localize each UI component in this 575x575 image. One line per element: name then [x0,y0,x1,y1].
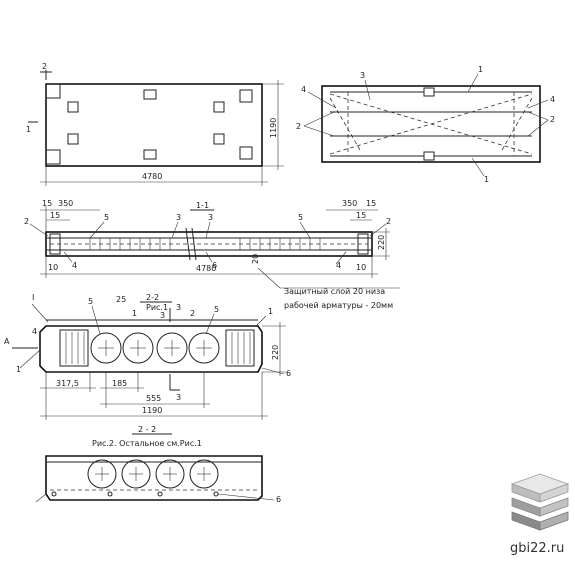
s22-void-3 [156,332,188,364]
scheme-mark-2-right: 2 [550,115,555,124]
s11-mark-5-left: 5 [104,213,109,222]
s11-height-dim: 220 [377,235,386,250]
plan-section-mark: 2 [42,62,47,71]
s22-height-dim: 220 [271,345,280,360]
s11-mark-3-b: 3 [208,213,213,222]
s22b-void-1 [87,459,117,489]
s22b-subtitle: Рис.2. Остальное см.Рис.1 [92,439,202,448]
plan-width-dim: 4780 [142,172,162,181]
s22-dim-185: 185 [112,379,127,388]
s22-mark-1-left: 1 [16,365,21,374]
s11-dim-15-a: 15 [42,199,52,208]
section-1-1-title: 1-1 [196,201,209,210]
s22b-void-4 [189,459,219,489]
s22-dim-317: 317,5 [56,379,79,388]
s22-ribs-left [59,329,89,367]
plan-height-dim: 1190 [269,118,278,138]
s22-title: 2-2 [146,293,159,302]
s11-dim-15-d: 15 [356,211,366,220]
s22-mark-6: 6 [286,369,291,378]
s11-length-dim: 4780 [196,264,216,273]
s11-mark-5-right: 5 [298,213,303,222]
brand-site: gbi22.ru [510,541,564,556]
protective-layer-note: Защитный слой 20 низа рабочей арматуры -… [257,267,400,310]
s22b-mark-6: 6 [276,495,281,504]
s22b-void-3 [155,459,185,489]
s22-view-A: A [4,337,10,346]
s11-dim-20: 20 [251,254,260,264]
scheme-mark-4-right: 4 [550,95,555,104]
s11-mark-2-left: 2 [24,217,29,226]
s22-cut-mark: 3 [176,393,181,402]
note-line-1: Защитный слой 20 низа [284,287,385,296]
s11-dim-10-right: 10 [356,263,366,272]
section-1-1: 1-1 [24,199,391,278]
note-line-2: рабочей арматуры - 20мм [284,301,393,310]
s22-mark-4: 4 [32,327,37,336]
s22-void-1 [90,332,122,364]
s22b-title: 2 - 2 [138,425,156,434]
s22-dim-555: 555 [146,394,161,403]
s11-dim-15-b: 15 [50,211,60,220]
s22-ribs-right [225,329,255,367]
s11-mark-6: 6 [212,261,217,270]
reinforcement-scheme: 3 1 4 2 4 2 1 [296,65,555,184]
scheme-mark-1-top: 1 [478,65,483,74]
section-2-2-fig2: 2 - 2 Рис.2. Остальное см.Рис.1 [35,425,281,504]
cube-stack-icon [510,473,570,531]
s22-void-4 [188,332,220,364]
s22-mark-3-b: 3 [176,303,181,312]
s22-mark-5-left: 5 [88,297,93,306]
s11-mark-4-left: 4 [72,261,77,270]
section-1-1-hatching [89,238,321,250]
s22-mark-2: 2 [190,309,195,318]
s11-dim-350-left: 350 [58,199,73,208]
s22-dim-1190: 1190 [142,406,162,415]
section-2-2-fig1: 2-2 Рис.1 [4,293,291,420]
s22-mark-1: 1 [132,309,137,318]
scheme-mark-1-bottom: 1 [484,175,489,184]
scheme-mark-2-left: 2 [296,122,301,131]
s22-subtitle: Рис.1 [146,303,168,312]
s22-void-2 [122,332,154,364]
s11-mark-2-right: 2 [386,217,391,226]
plan-side-mark: 1 [26,125,31,134]
plan-view: 2 1 4780 1190 [26,62,284,186]
s22-mark-1-right: 1 [268,307,273,316]
s11-mark-4-right: 4 [336,261,341,270]
s11-dim-350-right: 350 [342,199,357,208]
s22-mark-25: 25 [116,295,126,304]
s11-dim-10-left: 10 [48,263,58,272]
s11-mark-3-a: 3 [176,213,181,222]
s22b-void-2 [121,459,151,489]
s11-dim-15-c: 15 [366,199,376,208]
scheme-mark-3: 3 [360,71,365,80]
s22-mark-5-right: 5 [214,305,219,314]
scheme-mark-4-left: 4 [301,85,306,94]
brand-logo: gbi22.ru [510,473,570,556]
s22-mark-3-a: 3 [160,311,165,320]
s22-mark-I: I [32,293,34,302]
